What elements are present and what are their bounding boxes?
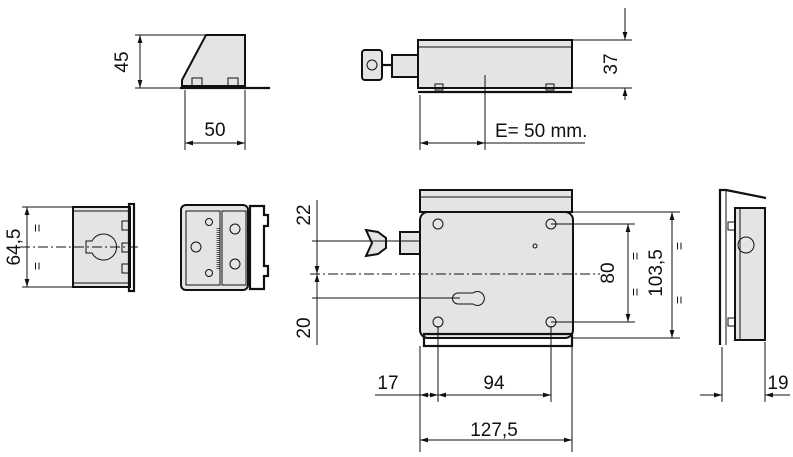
dim-entry: E= 50 mm. xyxy=(495,121,587,142)
equal-mark: = xyxy=(29,224,45,232)
dim-22: 22 xyxy=(294,204,315,225)
equal-mark: = xyxy=(671,296,687,304)
top-profile-view xyxy=(135,34,270,150)
dim-37: 37 xyxy=(601,53,622,74)
equal-mark: = xyxy=(627,252,643,260)
equal-mark: = xyxy=(671,242,687,250)
rear-view xyxy=(180,204,270,291)
equal-mark: = xyxy=(627,288,643,296)
dim-19: 19 xyxy=(767,373,788,394)
right-side-view xyxy=(700,188,790,402)
dim-103-5: 103,5 xyxy=(646,249,667,297)
dim-17: 17 xyxy=(377,373,398,394)
dim-80: 80 xyxy=(598,262,619,283)
dim-20: 20 xyxy=(294,317,315,338)
left-side-view xyxy=(20,202,140,293)
dim-127-5: 127,5 xyxy=(470,420,518,441)
equal-mark: = xyxy=(29,262,45,270)
dim-64-5: 64,5 xyxy=(4,229,25,266)
dim-50: 50 xyxy=(204,120,225,141)
dim-45: 45 xyxy=(112,51,133,72)
top-view xyxy=(361,8,632,150)
front-view xyxy=(310,189,680,452)
dim-94: 94 xyxy=(483,373,505,394)
